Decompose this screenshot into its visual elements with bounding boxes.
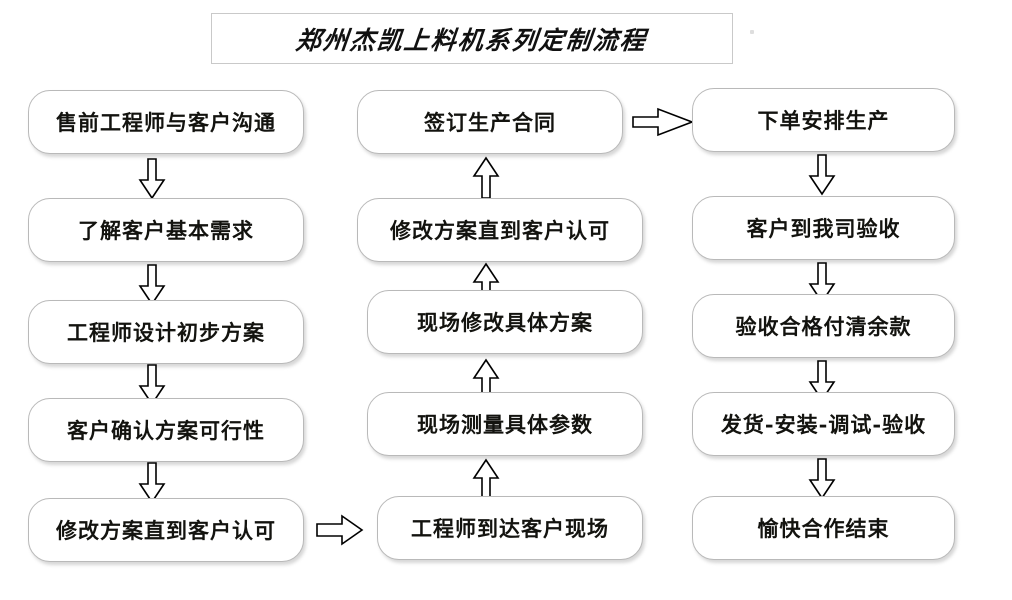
- arrow-down-icon: [138, 264, 166, 306]
- flow-node-understand-requirements[interactable]: 了解客户基本需求: [28, 198, 304, 262]
- arrow-down-icon: [138, 462, 166, 504]
- flow-node-label: 愉快合作结束: [757, 515, 890, 541]
- flow-node-label: 修改方案直到客户认可: [56, 517, 276, 543]
- arrow-down-icon: [808, 262, 836, 304]
- flow-node-customer-inspection-at-factory[interactable]: 客户到我司验收: [692, 196, 955, 260]
- flow-node-place-order-schedule-production[interactable]: 下单安排生产: [692, 88, 955, 152]
- arrow-down-icon: [138, 364, 166, 406]
- flow-node-label: 客户到我司验收: [746, 215, 901, 241]
- arrow-down-icon: [808, 360, 836, 402]
- flow-node-pay-balance-after-acceptance[interactable]: 验收合格付清余款: [692, 294, 955, 358]
- flow-node-customer-confirm-feasibility[interactable]: 客户确认方案可行性: [28, 398, 304, 462]
- flow-node-sign-production-contract[interactable]: 签订生产合同: [357, 90, 623, 154]
- flow-node-label: 现场修改具体方案: [417, 309, 593, 335]
- flow-node-label: 工程师设计初步方案: [67, 319, 265, 345]
- flow-node-label: 发货-安装-调试-验收: [720, 411, 927, 437]
- page-title: 郑州杰凯上料机系列定制流程: [294, 25, 649, 55]
- flow-node-label: 修改方案直到客户认可: [390, 217, 610, 243]
- arrow-down-icon: [808, 458, 836, 500]
- arrow-up-icon: [472, 156, 500, 200]
- flow-node-label: 工程师到达客户现场: [411, 515, 609, 541]
- arrow-down-icon: [808, 154, 836, 196]
- flow-node-label: 验收合格付清余款: [735, 313, 912, 339]
- flow-node-onsite-revise-plan[interactable]: 现场修改具体方案: [367, 290, 643, 354]
- flow-node-label: 售前工程师与客户沟通: [56, 109, 276, 135]
- flow-node-label: 了解客户基本需求: [78, 217, 254, 243]
- chart-title-box: 郑州杰凯上料机系列定制流程: [211, 13, 733, 64]
- flow-node-revise-until-approved-mid[interactable]: 修改方案直到客户认可: [357, 198, 643, 262]
- flow-node-revise-until-approved-left[interactable]: 修改方案直到客户认可: [28, 498, 304, 562]
- flow-node-engineer-initial-design[interactable]: 工程师设计初步方案: [28, 300, 304, 364]
- flow-node-cooperation-complete[interactable]: 愉快合作结束: [692, 496, 955, 560]
- arrow-down-icon: [138, 158, 166, 200]
- flow-node-pre-sales-communication[interactable]: 售前工程师与客户沟通: [28, 90, 304, 154]
- decorative-speck: [750, 30, 754, 34]
- arrow-right-icon: [316, 512, 364, 548]
- flow-node-label: 下单安排生产: [757, 107, 890, 133]
- flow-node-ship-install-commission-accept[interactable]: 发货-安装-调试-验收: [692, 392, 955, 456]
- flow-node-label: 签订生产合同: [424, 109, 556, 135]
- flow-node-label: 现场测量具体参数: [417, 411, 593, 437]
- flow-node-engineer-arrive-onsite[interactable]: 工程师到达客户现场: [377, 496, 643, 560]
- arrow-right-icon: [632, 104, 694, 140]
- flow-node-onsite-measure-parameters[interactable]: 现场测量具体参数: [367, 392, 643, 456]
- flow-node-label: 客户确认方案可行性: [67, 417, 265, 443]
